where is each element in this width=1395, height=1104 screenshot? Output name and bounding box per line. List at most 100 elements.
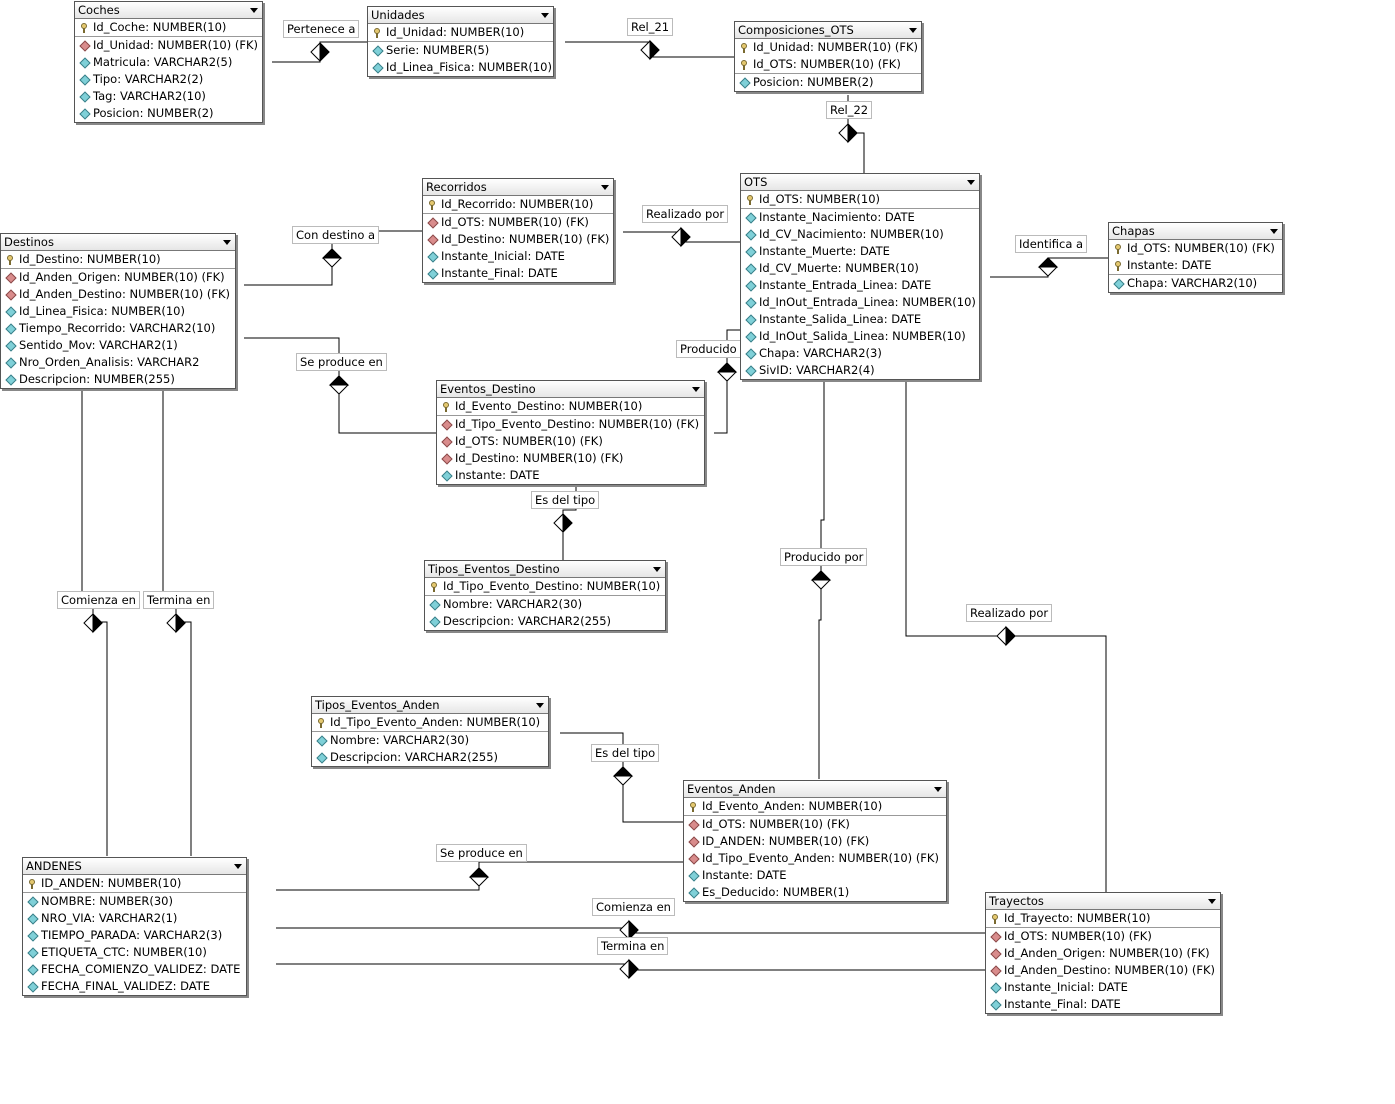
column-row[interactable]: Id_Tipo_Evento_Destino: NUMBER(10) [425,578,665,596]
chevron-down-icon[interactable] [234,864,242,869]
column-row[interactable]: Instante_Inicial: DATE [423,248,613,265]
column-row[interactable]: Id_Anden_Destino: NUMBER(10) (FK) [986,962,1220,979]
chevron-down-icon[interactable] [223,240,231,245]
column-row[interactable]: Id_CV_Muerte: NUMBER(10) [741,260,979,277]
column-row[interactable]: Instante: DATE [684,867,946,884]
column-row[interactable]: Id_Evento_Destino: NUMBER(10) [437,398,704,416]
table-title[interactable]: OTS [741,174,979,191]
chevron-down-icon[interactable] [653,567,661,572]
table-title[interactable]: ANDENES [23,858,246,875]
chevron-down-icon[interactable] [541,13,549,18]
column-row[interactable]: NRO_VIA: VARCHAR2(1) [23,910,246,927]
column-row[interactable]: TIEMPO_PARADA: VARCHAR2(3) [23,927,246,944]
column-row[interactable]: Nombre: VARCHAR2(30) [312,732,548,749]
column-row[interactable]: Id_Destino: NUMBER(10) (FK) [437,450,704,467]
chevron-down-icon[interactable] [536,703,544,708]
table-title[interactable]: Tipos_Eventos_Anden [312,697,548,714]
column-row[interactable]: Instante_Inicial: DATE [986,979,1220,996]
table-title[interactable]: Destinos [1,234,235,251]
table-title[interactable]: Tipos_Eventos_Destino [425,561,665,578]
column-row[interactable]: Instante_Muerte: DATE [741,243,979,260]
column-row[interactable]: Id_Destino: NUMBER(10) (FK) [423,231,613,248]
column-row[interactable]: Instante_Nacimiento: DATE [741,209,979,226]
column-row[interactable]: Id_Evento_Anden: NUMBER(10) [684,798,946,816]
column-row[interactable]: Nro_Orden_Analisis: VARCHAR2 [1,354,235,371]
column-row[interactable]: Es_Deducido: NUMBER(1) [684,884,946,901]
table-title[interactable]: Eventos_Anden [684,781,946,798]
column-row[interactable]: ID_ANDEN: NUMBER(10) [23,875,246,893]
column-row[interactable]: Sentido_Mov: VARCHAR2(1) [1,337,235,354]
column-row[interactable]: Id_OTS: NUMBER(10) (FK) [437,433,704,450]
column-row[interactable]: Descripcion: VARCHAR2(255) [425,613,665,630]
table-title[interactable]: Recorridos [423,179,613,196]
column-row[interactable]: ETIQUETA_CTC: NUMBER(10) [23,944,246,961]
column-row[interactable]: Id_Destino: NUMBER(10) [1,251,235,269]
column-row[interactable]: Id_Unidad: NUMBER(10) (FK) [735,39,921,56]
table-title[interactable]: Unidades [368,7,553,24]
column-row[interactable]: FECHA_FINAL_VALIDEZ: DATE [23,978,246,995]
column-row[interactable]: Id_OTS: NUMBER(10) (FK) [684,816,946,833]
column-row[interactable]: Instante_Final: DATE [423,265,613,282]
column-row[interactable]: Id_Tipo_Evento_Anden: NUMBER(10) (FK) [684,850,946,867]
column-row[interactable]: Id_InOut_Entrada_Linea: NUMBER(10) [741,294,979,311]
column-row[interactable]: Descripcion: VARCHAR2(255) [312,749,548,766]
column-row[interactable]: Id_InOut_Salida_Linea: NUMBER(10) [741,328,979,345]
column-row[interactable]: Descripcion: NUMBER(255) [1,371,235,388]
column-row[interactable]: FECHA_COMIENZO_VALIDEZ: DATE [23,961,246,978]
column-row[interactable]: Id_Unidad: NUMBER(10) (FK) [75,37,262,54]
chevron-down-icon[interactable] [692,387,700,392]
column-row[interactable]: Instante_Final: DATE [986,996,1220,1013]
column-row[interactable]: Id_Linea_Fisica: NUMBER(10) [1,303,235,320]
column-row[interactable]: Id_Tipo_Evento_Anden: NUMBER(10) [312,714,548,732]
table-title[interactable]: Composiciones_OTS [735,22,921,39]
column-row[interactable]: Id_CV_Nacimiento: NUMBER(10) [741,226,979,243]
column-row[interactable]: Id_OTS: NUMBER(10) [741,191,979,209]
table-title[interactable]: Coches [75,2,262,19]
chevron-down-icon[interactable] [1270,229,1278,234]
column-row[interactable]: Tag: VARCHAR2(10) [75,88,262,105]
column-row[interactable]: Posicion: NUMBER(2) [735,74,921,91]
table-title[interactable]: Trayectos [986,893,1220,910]
column-row[interactable]: Id_Anden_Origen: NUMBER(10) (FK) [986,945,1220,962]
chevron-down-icon[interactable] [909,28,917,33]
column-row[interactable]: Nombre: VARCHAR2(30) [425,596,665,613]
column-row[interactable]: Instante_Entrada_Linea: DATE [741,277,979,294]
column-row[interactable]: Chapa: VARCHAR2(10) [1109,275,1282,292]
column-row[interactable]: Id_OTS: NUMBER(10) (FK) [735,56,921,74]
column-row[interactable]: Id_Trayecto: NUMBER(10) [986,910,1220,928]
column-row[interactable]: Tipo: VARCHAR2(2) [75,71,262,88]
column-row[interactable]: ID_ANDEN: NUMBER(10) (FK) [684,833,946,850]
column-row[interactable]: Id_OTS: NUMBER(10) (FK) [986,928,1220,945]
column-row[interactable]: Id_Tipo_Evento_Destino: NUMBER(10) (FK) [437,416,704,433]
column-row[interactable]: Id_Unidad: NUMBER(10) [368,24,553,42]
column-row[interactable]: Instante: DATE [437,467,704,484]
column-row[interactable]: Id_Coche: NUMBER(10) [75,19,262,37]
column-row[interactable]: Instante_Salida_Linea: DATE [741,311,979,328]
column-row[interactable]: Matricula: VARCHAR2(5) [75,54,262,71]
column-row[interactable]: Posicion: NUMBER(2) [75,105,262,122]
column-row[interactable]: SivID: VARCHAR2(4) [741,362,979,379]
column-row[interactable]: Serie: NUMBER(5) [368,42,553,59]
column-row[interactable]: Id_Anden_Origen: NUMBER(10) (FK) [1,269,235,286]
column-row[interactable]: NOMBRE: NUMBER(30) [23,893,246,910]
chevron-down-icon[interactable] [601,185,609,190]
column-row[interactable]: Id_OTS: NUMBER(10) (FK) [1109,240,1282,257]
column-row[interactable]: Id_Linea_Fisica: NUMBER(10) [368,59,553,76]
chevron-down-icon[interactable] [250,8,258,13]
chevron-down-icon[interactable] [967,180,975,185]
column-row[interactable]: Id_OTS: NUMBER(10) (FK) [423,214,613,231]
chevron-down-icon[interactable] [1208,899,1216,904]
column-row[interactable]: Chapa: VARCHAR2(3) [741,345,979,362]
column-row[interactable]: Id_Recorrido: NUMBER(10) [423,196,613,214]
column-row[interactable]: Id_Anden_Destino: NUMBER(10) (FK) [1,286,235,303]
